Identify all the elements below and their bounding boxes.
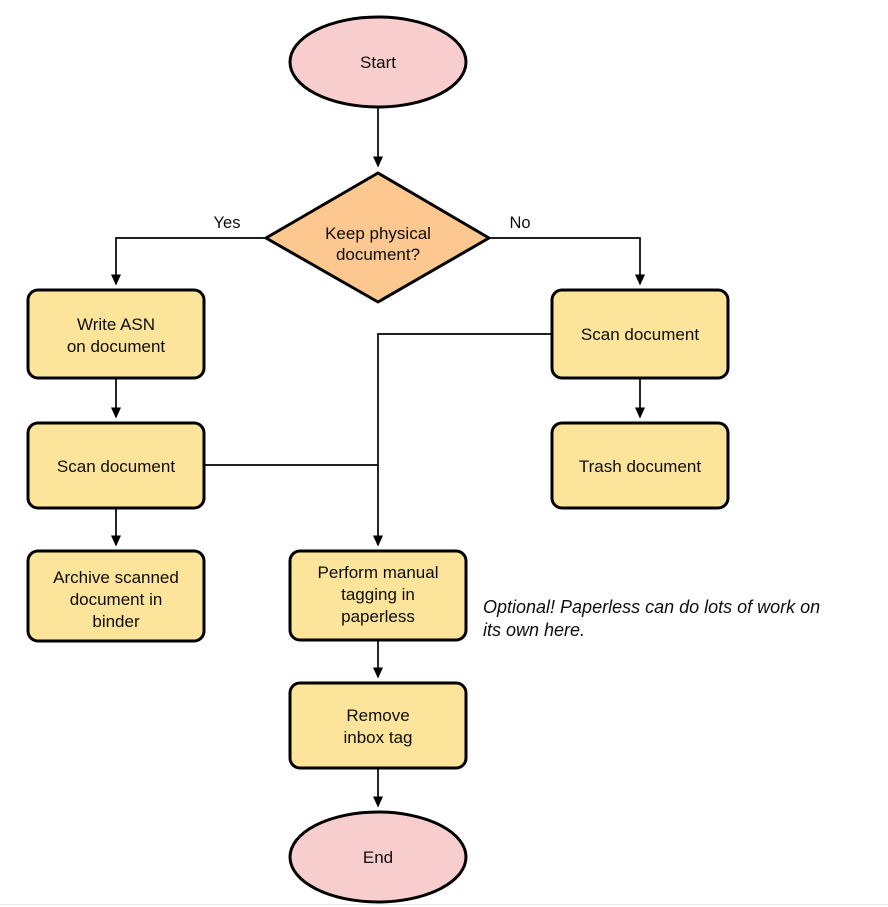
scan-left-box — [26, 421, 206, 510]
remove-inbox-label-line2: inbox tag — [344, 728, 413, 747]
node-scan-right: Scan document — [550, 288, 730, 380]
node-write-asn: Write ASN on document — [26, 288, 206, 380]
end-label: End — [363, 848, 393, 867]
write-asn-label-line2: on document — [67, 337, 166, 356]
decision-label-line2: document? — [336, 245, 420, 264]
tagging-label-line1: Perform manual — [318, 563, 439, 582]
tagging-label-line3: paperless — [341, 607, 415, 626]
edge-decision-no-to-scan-right — [490, 237, 645, 286]
node-trash: Trash document — [550, 421, 730, 510]
tagging-label-line2: tagging in — [341, 585, 415, 604]
node-archive: Archive scanned document in binder — [26, 549, 206, 643]
remove-inbox-box — [288, 681, 468, 770]
node-start: Start — [288, 15, 468, 109]
scan-right-box — [550, 288, 730, 380]
start-ellipse — [288, 15, 468, 109]
annotation-line1: Optional! Paperless can do lots of work … — [483, 597, 820, 617]
trash-label: Trash document — [579, 457, 701, 476]
write-asn-label-line1: Write ASN — [77, 315, 155, 334]
end-ellipse — [288, 810, 468, 904]
scan-left-label: Scan document — [57, 457, 175, 476]
write-asn-box — [26, 288, 206, 380]
node-scan-left: Scan document — [26, 421, 206, 510]
node-end: End — [288, 810, 468, 904]
decision-diamond — [264, 171, 491, 304]
tagging-box — [288, 549, 468, 642]
trash-box — [550, 421, 730, 510]
node-decision: Keep physical document? — [264, 171, 491, 304]
archive-label-line2: document in — [70, 590, 163, 609]
annotation-line2: its own here. — [483, 620, 585, 640]
edge-label-no: No — [509, 214, 530, 232]
scan-right-label: Scan document — [581, 325, 699, 344]
page-bottom-divider — [0, 904, 888, 905]
archive-box — [26, 549, 206, 643]
edge-decision-yes-to-write-asn — [111, 237, 265, 286]
decision-label-line1: Keep physical — [325, 224, 431, 243]
archive-label-line3: binder — [92, 612, 140, 631]
edges — [111, 107, 645, 808]
annotation-optional: Optional! Paperless can do lots of work … — [483, 597, 820, 640]
remove-inbox-label-line1: Remove — [346, 706, 409, 725]
node-tagging: Perform manual tagging in paperless — [288, 549, 468, 642]
start-label: Start — [360, 53, 396, 72]
node-remove-inbox: Remove inbox tag — [288, 681, 468, 770]
edge-scan-right-to-tagging — [373, 333, 552, 547]
archive-label-line1: Archive scanned — [53, 568, 179, 587]
edge-label-yes: Yes — [214, 214, 241, 232]
